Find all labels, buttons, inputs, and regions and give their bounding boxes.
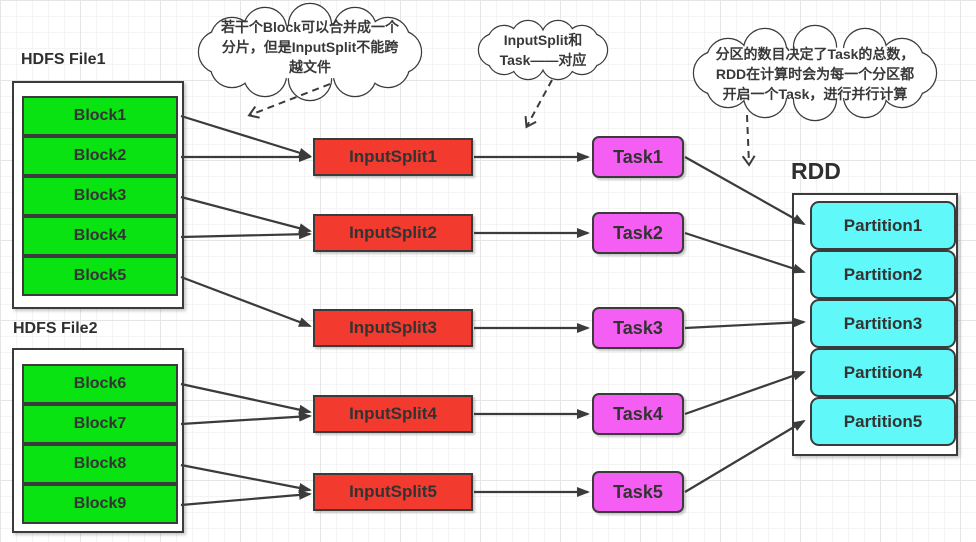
task-to-partition-arrows [684,156,806,493]
cloud-note-line: RDD在计算时会为每一个分区都 [715,66,915,82]
inputsplit-node: InputSplit4 [313,395,473,433]
split-to-task-arrows [474,152,590,497]
partition-node: Partition3 [810,299,956,348]
inputsplit-node: InputSplit5 [313,473,473,511]
cloud-note-split-task: InputSplit和 Task——对应 [483,30,603,70]
cloud-note-line: 开启一个Task，进行并行计算 [722,86,908,102]
cloud-note-line: Task——对应 [499,52,587,68]
task-node: Task4 [592,393,684,435]
inputsplit-node: InputSplit2 [313,214,473,252]
block-node: Block7 [22,404,178,444]
block-node: Block2 [22,136,178,176]
partition-node: Partition1 [810,201,956,250]
task-node: Task1 [592,136,684,178]
task-node: Task2 [592,212,684,254]
block-node: Block8 [22,444,178,484]
block-to-split-arrows [180,114,312,507]
block-node: Block3 [22,176,178,216]
block-node: Block6 [22,364,178,404]
block-node: Block9 [22,484,178,524]
hdfs-file1-label: HDFS File1 [21,51,106,68]
cloud-note-line: 若干个Block可以合并成一个 [220,19,400,35]
task-node: Task5 [592,471,684,513]
cloud-note-block-merge: 若干个Block可以合并成一个 分片，但是InputSplit不能跨 越文件 [197,17,423,77]
cloud-note-line: InputSplit和 [503,32,583,48]
partition-node: Partition2 [810,250,956,299]
rdd-label: RDD [791,158,841,184]
hdfs-file2-label: HDFS File2 [13,320,98,337]
cloud-note-line: 分片，但是InputSplit不能跨 [221,39,399,55]
block-node: Block4 [22,216,178,256]
inputsplit-node: InputSplit1 [313,138,473,176]
block-node: Block5 [22,256,178,296]
partition-node: Partition4 [810,348,956,397]
partition-node: Partition5 [810,397,956,446]
cloud-note-partition-task: 分区的数目决定了Task的总数， RDD在计算时会为每一个分区都 开启一个Tas… [702,44,928,104]
task-node: Task3 [592,307,684,349]
inputsplit-node: InputSplit3 [313,309,473,347]
cloud-note-line: 分区的数目决定了Task的总数， [715,46,915,62]
cloud-note-line: 越文件 [289,59,331,75]
block-node: Block1 [22,96,178,136]
